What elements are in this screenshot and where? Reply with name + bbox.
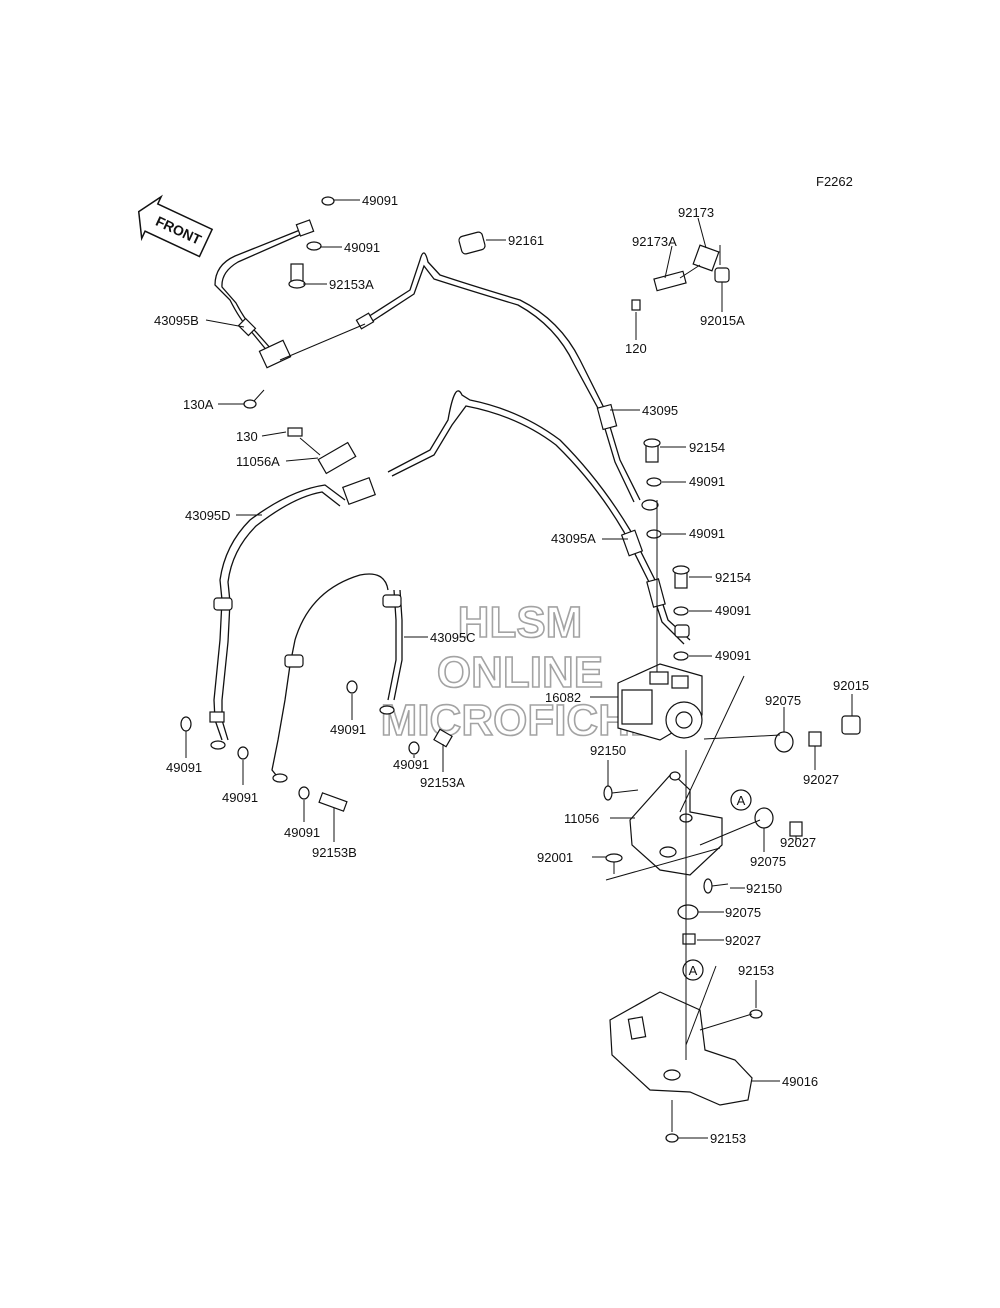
bracket-92173 — [631, 244, 730, 311]
label-92027: 92027 — [803, 772, 839, 787]
label-43095A: 43095A — [551, 531, 596, 546]
banjo-bolt-92153A-top — [288, 263, 306, 289]
ref-mark-a-upper: A — [730, 789, 752, 811]
label-120: 120 — [625, 341, 647, 356]
bolt-130A — [243, 389, 265, 409]
watermark-line3: MICROFICHE — [381, 696, 660, 745]
svg-text:A: A — [689, 963, 698, 978]
svg-text:A: A — [737, 793, 746, 808]
label-49091: 49091 — [284, 825, 320, 840]
bracket-11056 — [629, 771, 723, 876]
label-43095C: 43095C — [430, 630, 476, 645]
washer-49091-top — [306, 196, 335, 251]
banjo-bolt-92154-a — [643, 438, 661, 463]
abs-unit-16082 — [617, 663, 703, 741]
label-92075: 92075 — [765, 693, 801, 708]
brake-pipe-43095 — [355, 252, 659, 511]
label-49016: 49016 — [782, 1074, 818, 1089]
ref-mark-a-lower: A — [682, 959, 704, 981]
watermark-line2: ONLINE — [437, 648, 603, 697]
label-130A: 130A — [183, 397, 214, 412]
hose-43095C — [271, 573, 403, 783]
label-92153: 92153 — [710, 1131, 746, 1146]
label-92075: 92075 — [725, 905, 761, 920]
label-16082: 16082 — [545, 690, 581, 705]
label-49091: 49091 — [393, 757, 429, 772]
collars-92027 — [682, 731, 822, 945]
label-92015: 92015 — [833, 678, 869, 693]
label-49091: 49091 — [689, 526, 725, 541]
label-43095B: 43095B — [154, 313, 199, 328]
label-92027: 92027 — [725, 933, 761, 948]
part-labels: 49091 49091 92161 92173 92173A 92153A 43… — [154, 193, 869, 1146]
label-49091: 49091 — [362, 193, 398, 208]
label-92154: 92154 — [689, 440, 725, 455]
label-11056: 11056 — [564, 811, 599, 826]
label-92154: 92154 — [715, 570, 751, 585]
label-92173: 92173 — [678, 205, 714, 220]
clamp-92161 — [458, 231, 486, 255]
label-11056A: 11056A — [236, 454, 280, 469]
label-49091: 49091 — [689, 474, 725, 489]
label-92075: 92075 — [750, 854, 786, 869]
hose-43095B — [214, 219, 315, 369]
label-92150: 92150 — [590, 743, 626, 758]
watermark: HLSM ONLINE MICROFICHE — [380, 597, 660, 746]
label-92153A-lower: 92153A — [420, 775, 465, 790]
bolt-92153B — [318, 792, 348, 812]
label-92150: 92150 — [746, 881, 782, 896]
label-49091: 49091 — [344, 240, 380, 255]
label-92153A-top: 92153A — [329, 277, 374, 292]
label-49091: 49091 — [715, 648, 751, 663]
label-92027: 92027 — [780, 835, 816, 850]
damper-92015 — [841, 715, 861, 735]
label-43095: 43095 — [642, 403, 678, 418]
bolt-92153A-lower — [433, 728, 453, 748]
leader-lines — [185, 199, 853, 1139]
label-43095D: 43095D — [185, 508, 231, 523]
hose-43095D — [209, 476, 377, 750]
label-130: 130 — [236, 429, 258, 444]
label-49091: 49091 — [222, 790, 258, 805]
banjo-bolt-92154-b — [672, 565, 690, 589]
front-arrow-icon: FRONT — [137, 194, 214, 258]
screw-92001 — [605, 853, 623, 874]
figure-code: F2262 — [816, 174, 853, 189]
watermark-line1: HLSM — [458, 598, 583, 647]
label-92001: 92001 — [537, 850, 573, 865]
label-49091: 49091 — [166, 760, 202, 775]
grommets-92075 — [677, 731, 794, 920]
washers-49091-lower-left — [180, 680, 420, 800]
label-49091: 49091 — [330, 722, 366, 737]
label-49091: 49091 — [715, 603, 751, 618]
label-92153B: 92153B — [312, 845, 357, 860]
cover-49016 — [609, 991, 753, 1106]
label-92015A: 92015A — [700, 313, 745, 328]
bracket-11056A — [287, 427, 357, 475]
label-92173A: 92173A — [632, 234, 677, 249]
brake-pipe-43095A — [387, 390, 691, 645]
label-92161: 92161 — [508, 233, 544, 248]
label-92153: 92153 — [738, 963, 774, 978]
